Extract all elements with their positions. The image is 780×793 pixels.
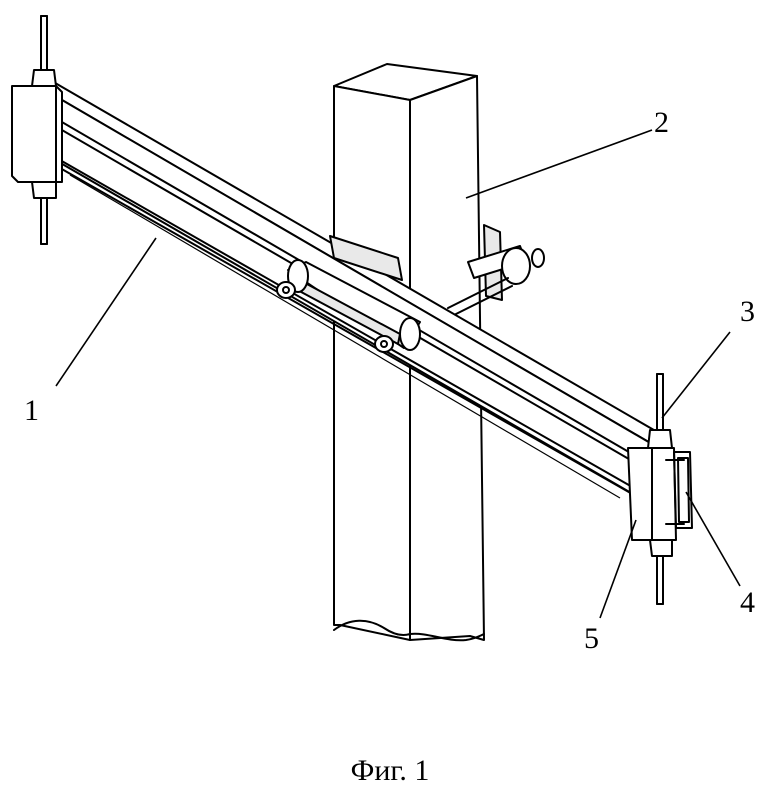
leader-2 — [465, 129, 653, 199]
leader-4 — [685, 491, 741, 587]
figure-caption: Фиг. 1 — [351, 754, 430, 787]
leader-1 — [55, 237, 157, 387]
back-clamp — [447, 224, 545, 317]
label-end-block: 5 — [584, 622, 599, 655]
label-beam: 1 — [24, 394, 39, 427]
left-end-assembly — [11, 15, 63, 245]
leader-5 — [599, 519, 637, 619]
label-post: 2 — [654, 106, 669, 139]
center-clamp — [276, 259, 421, 353]
leader-3 — [661, 331, 731, 419]
label-bracket: 4 — [740, 586, 755, 619]
leader-lines — [55, 129, 741, 619]
right-end-assembly — [627, 373, 693, 605]
label-stud: 3 — [740, 295, 755, 328]
